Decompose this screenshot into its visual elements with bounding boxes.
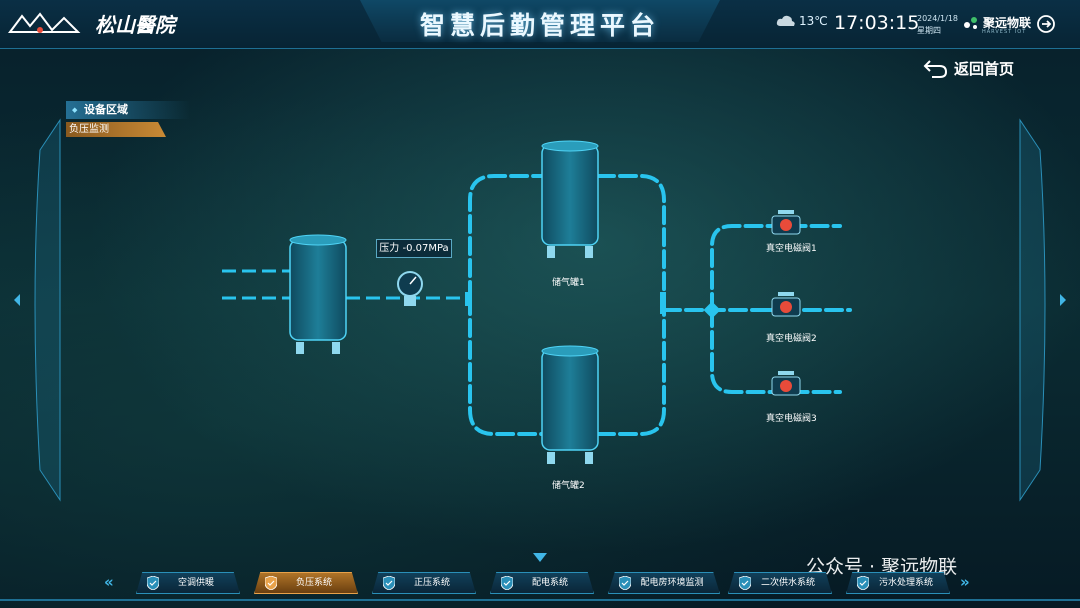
tank1-label: 储气罐1 — [552, 278, 585, 288]
nav-item-power[interactable]: 配电系统 — [490, 572, 594, 594]
shield-check-icon — [857, 576, 869, 590]
nav-item-hvac[interactable]: 空调供暖 — [136, 572, 240, 594]
nav-label: 配电系统 — [531, 578, 568, 588]
date-text: 2024/1/18 — [917, 14, 959, 23]
return-arrow-icon — [923, 60, 948, 78]
brand-logo-icon — [964, 17, 977, 29]
date-block: 2024/1/18 星期四 — [917, 13, 958, 37]
nav-label: 二次供水系统 — [760, 578, 815, 588]
nav-item-secondary-water[interactable]: 二次供水系统 — [728, 572, 832, 594]
nav-item-positive-pressure[interactable]: 正压系统 — [372, 572, 476, 594]
nav-label: 污水处理系统 — [878, 578, 933, 588]
valve1-label: 真空电磁阀1 — [766, 244, 817, 254]
brand-subtitle: HARVEST IOT — [982, 29, 1027, 35]
hospital-logo-icon — [8, 12, 81, 33]
tank2-label: 储气罐2 — [552, 481, 585, 491]
valve3-label: 真空电磁阀3 — [766, 414, 817, 424]
brand-name: 聚远物联 — [983, 16, 1032, 30]
back-home-label: 返回首页 — [954, 59, 1015, 78]
title-plate — [360, 0, 720, 42]
weekday-text: 星期四 — [917, 26, 941, 35]
nav-label: 负压系统 — [295, 578, 332, 588]
nav-item-sewage[interactable]: 污水处理系统 — [846, 572, 950, 594]
nav-item-power-room-env[interactable]: 配电房环境监测 — [608, 572, 720, 594]
shield-check-icon — [619, 576, 631, 590]
cloud-icon — [776, 15, 795, 26]
logout-icon[interactable] — [1036, 14, 1056, 34]
back-home-button[interactable]: 返回首页 — [922, 56, 1014, 80]
shield-check-icon — [265, 576, 277, 590]
nav-next-icon[interactable]: » — [960, 573, 970, 591]
temperature: 13℃ — [799, 14, 828, 28]
shield-check-icon — [739, 576, 751, 590]
pressure-readout: 压力 -0.07MPa — [376, 239, 452, 258]
nav-label: 正压系统 — [413, 578, 450, 588]
hospital-name: 松山醫院 — [95, 13, 175, 37]
valve2-label: 真空电磁阀2 — [766, 334, 817, 344]
shield-check-icon — [147, 576, 159, 590]
nav-prev-icon[interactable]: « — [104, 573, 114, 591]
page-title: 智慧后勤管理平台 — [419, 11, 660, 40]
nav-label: 配电房环境监测 — [640, 578, 704, 588]
shield-check-icon — [383, 576, 395, 590]
nav-label: 空调供暖 — [177, 578, 214, 588]
clock-time: 17:03:15 — [834, 12, 920, 34]
nav-item-negative-pressure[interactable]: 负压系统 — [254, 572, 358, 594]
panel-item-negative-pressure[interactable]: 负压监测 — [66, 122, 166, 137]
bottom-nav: « 空调供暖 负压系统 正压系统 配电系统 配电房环境监测 二次供水系统 污水处… — [0, 568, 1080, 608]
panel-title: 设备区域 — [66, 101, 190, 119]
shield-check-icon — [501, 576, 513, 590]
